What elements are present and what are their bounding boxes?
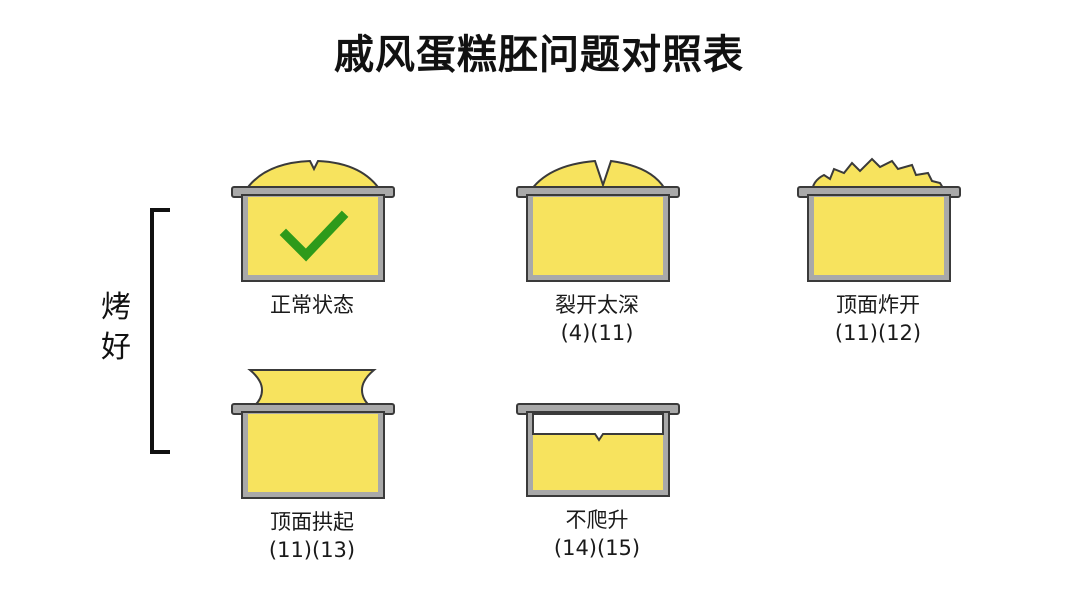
baked-label-line2: 好 — [101, 330, 131, 365]
baked-bracket — [150, 208, 170, 454]
refs-deep-crack: (4)(11) — [560, 321, 634, 345]
pan-deep-crack-illustration — [516, 159, 680, 282]
refs-top-burst: (11)(12) — [834, 321, 922, 345]
baked-label-line1: 烤 — [101, 290, 131, 325]
caption-top-arched: 顶面拱起 — [270, 510, 354, 534]
item-deep-crack: 裂开太深 (4)(11) — [507, 155, 687, 347]
caption-top-burst: 顶面炸开 — [836, 293, 920, 317]
item-top-burst: 顶面炸开 (11)(12) — [788, 155, 968, 347]
refs-no-rise: (14)(15) — [553, 536, 641, 560]
item-no-rise: 不爬升 (14)(15) — [507, 400, 687, 562]
pan-top-burst-illustration — [797, 157, 961, 282]
caption-deep-crack: 裂开太深 — [555, 293, 639, 317]
pan-normal-illustration — [231, 159, 395, 282]
page-title: 戚风蛋糕胚问题对照表 — [334, 32, 744, 78]
check-icon — [279, 210, 349, 262]
baked-label: 烤 好 — [96, 288, 136, 368]
item-top-arched: 顶面拱起 (11)(13) — [222, 362, 402, 564]
caption-normal: 正常状态 — [270, 293, 354, 317]
item-normal: 正常状态 — [222, 155, 402, 319]
refs-top-arched: (11)(13) — [268, 538, 356, 562]
pan-no-rise-illustration — [516, 403, 680, 497]
caption-no-rise: 不爬升 — [565, 508, 629, 532]
pan-top-arched-illustration — [231, 369, 395, 499]
